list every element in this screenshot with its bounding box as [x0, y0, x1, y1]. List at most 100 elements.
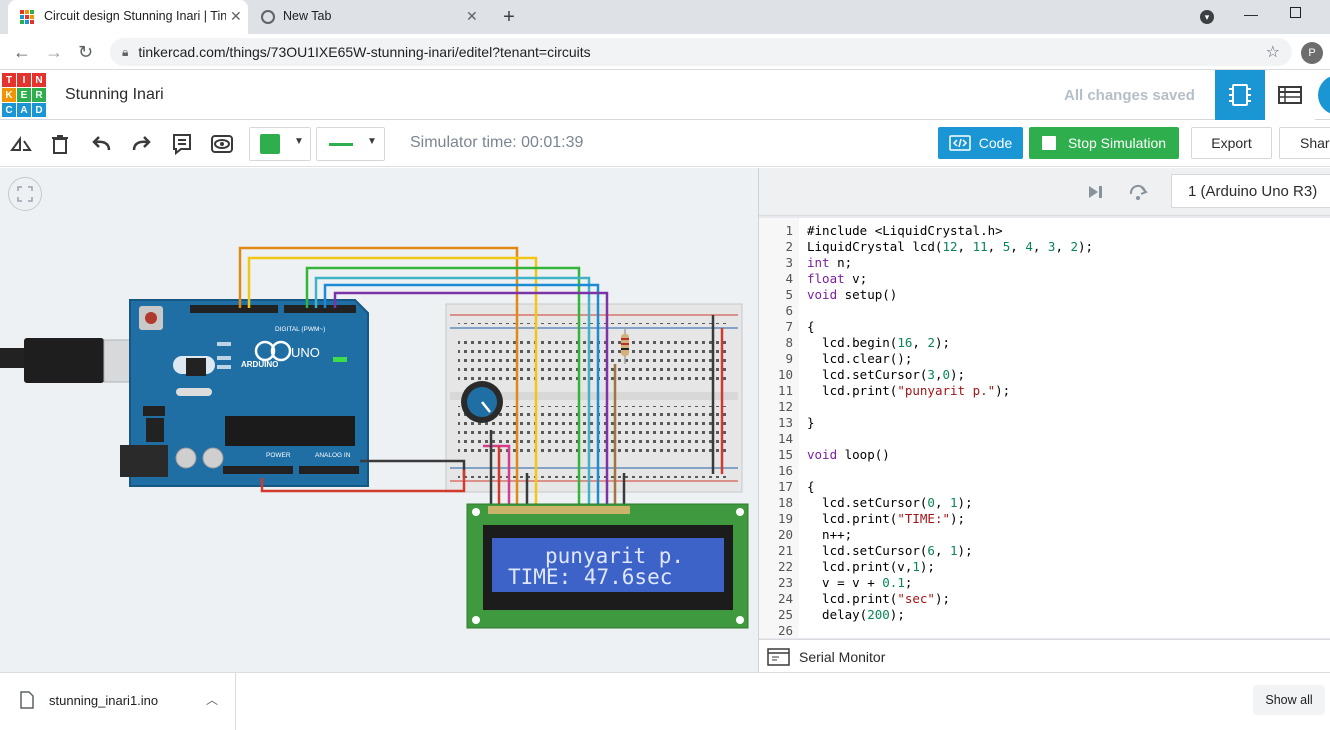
resistor[interactable]	[621, 328, 629, 364]
line-number: 10	[777, 367, 793, 382]
download-filename: stunning_inari1.ino	[49, 693, 159, 708]
project-title[interactable]: Stunning Inari	[65, 86, 164, 103]
line-number: 4	[785, 271, 793, 286]
notes-icon[interactable]	[169, 131, 195, 157]
simulator-time: Simulator time: 00:01:39	[410, 134, 584, 151]
close-tab-icon[interactable]: ✕	[230, 8, 242, 24]
code-line: lcd.print("TIME:");	[807, 511, 966, 526]
line-number: 16	[777, 463, 793, 478]
arduino-model-label: UNO	[291, 345, 320, 360]
digital-header-label: DIGITAL (PWM~)	[275, 326, 325, 333]
chevron-down-icon: ▼	[367, 136, 377, 147]
lcd-line-2: TIME: 47.6sec	[508, 565, 672, 589]
arduino-uno-board[interactable]	[120, 299, 369, 487]
address-bar[interactable]: 🔒︎ tinkercad.com/things/73OU1IXE65W-stun…	[110, 38, 1292, 66]
maximize-icon[interactable]	[1290, 7, 1301, 18]
serial-monitor-label: Serial Monitor	[799, 649, 886, 665]
code-line: int n;	[807, 255, 853, 270]
wires[interactable]	[238, 246, 724, 506]
code-line: lcd.print("sec");	[807, 591, 951, 606]
tab-new-tab[interactable]: New Tab ✕	[250, 0, 488, 34]
wire-type-dropdown[interactable]: ▼	[316, 127, 385, 161]
tab-search-icon[interactable]: ▾	[1200, 10, 1214, 24]
line-number: 21	[777, 543, 793, 558]
code-line: lcd.setCursor(6, 1);	[807, 543, 973, 558]
line-number: 23	[777, 575, 793, 590]
browser-tab-strip: Circuit design Stunning Inari | Tin ✕ Ne…	[0, 0, 1330, 34]
back-icon[interactable]: ←	[13, 42, 31, 62]
line-number: 9	[785, 351, 793, 366]
code-line: lcd.print(v,1);	[807, 559, 935, 574]
delete-trash-icon[interactable]	[47, 131, 73, 157]
fit-view-button[interactable]	[8, 177, 42, 211]
code-line: void setup()	[807, 287, 898, 302]
logo-letter: A	[17, 103, 31, 117]
line-number: 12	[777, 399, 793, 414]
minimize-icon[interactable]: —	[1244, 6, 1258, 22]
logo-letter: T	[2, 73, 16, 87]
analog-header-label: ANALOG IN	[315, 452, 351, 459]
profile-avatar[interactable]: P	[1301, 42, 1323, 64]
circuit-view-button[interactable]	[1215, 70, 1265, 120]
export-button[interactable]: Export	[1191, 127, 1272, 159]
color-picker-dropdown[interactable]: ▼	[249, 127, 311, 161]
undo-icon[interactable]	[89, 131, 115, 157]
line-number: 14	[777, 431, 793, 446]
code-line: void loop()	[807, 447, 890, 462]
new-tab-button[interactable]: +	[503, 6, 515, 28]
code-line: LiquidCrystal lcd(12, 11, 5, 4, 3, 2);	[807, 239, 1094, 254]
lcd-16x2[interactable]	[466, 503, 749, 629]
tab-title: Circuit design Stunning Inari | Tin	[44, 9, 226, 23]
serial-monitor-icon	[767, 648, 790, 666]
step-debug-icon[interactable]	[1085, 182, 1105, 202]
line-number: 20	[777, 527, 793, 542]
line-number: 8	[785, 335, 793, 350]
stop-simulation-button[interactable]: Stop Simulation	[1029, 127, 1179, 159]
show-all-button[interactable]: Show all	[1253, 685, 1325, 715]
code-line: n++;	[807, 527, 853, 542]
tinkercad-logo[interactable]: T I N K E R C A D	[2, 73, 46, 117]
line-number: 22	[777, 559, 793, 574]
code-line: lcd.clear();	[807, 351, 913, 366]
line-number: 25	[777, 607, 793, 622]
rotate-icon[interactable]	[8, 131, 34, 157]
chevron-down-icon: ▼	[294, 136, 304, 147]
fit-to-view-icon	[17, 186, 33, 202]
download-item[interactable]: stunning_inari1.ino ︿	[0, 673, 236, 730]
component-list-button[interactable]	[1265, 70, 1315, 120]
share-button[interactable]: Share	[1279, 127, 1330, 159]
device-select[interactable]: 1 (Arduino Uno R3)	[1171, 174, 1330, 208]
stop-square-icon	[1041, 136, 1056, 150]
forward-icon[interactable]: →	[45, 42, 63, 62]
code-line: lcd.setCursor(0, 1);	[807, 495, 973, 510]
browser-toolbar: ← → ↻ 🔒︎ tinkercad.com/things/73OU1IXE65…	[0, 34, 1330, 70]
tinkercad-favicon-icon	[20, 10, 34, 24]
step-over-icon[interactable]	[1127, 182, 1149, 202]
chevron-up-icon[interactable]: ︿	[206, 693, 219, 707]
line-number: 13	[777, 415, 793, 430]
line-number: 1	[785, 223, 793, 238]
reload-icon[interactable]: ↻	[78, 42, 94, 62]
redo-icon[interactable]	[128, 131, 154, 157]
tab-title: New Tab	[283, 9, 332, 23]
user-avatar[interactable]	[1318, 75, 1330, 115]
code-line: lcd.setCursor(3,0);	[807, 367, 966, 382]
lcd-line-1: punyarit p.	[545, 544, 684, 568]
line-number: 26	[777, 623, 793, 638]
circuit-workplane[interactable]: ARDUINO UNO DIGITAL (PWM~) POWER ANALOG …	[0, 168, 758, 672]
logo-letter: K	[2, 88, 16, 102]
code-button[interactable]: Code	[938, 127, 1023, 159]
arduino-brand-label: ARDUINO	[241, 360, 278, 369]
logo-letter: E	[17, 88, 31, 102]
tab-tinkercad[interactable]: Circuit design Stunning Inari | Tin ✕	[8, 0, 248, 34]
potentiometer[interactable]	[461, 381, 503, 423]
bookmark-star-icon[interactable]: ☆	[1265, 44, 1280, 61]
line-number: 17	[777, 479, 793, 494]
visibility-eye-icon[interactable]	[209, 131, 235, 157]
circuit-canvas: ARDUINO UNO DIGITAL (PWM~) POWER ANALOG …	[0, 246, 749, 629]
serial-monitor-bar[interactable]: Serial Monitor	[759, 639, 1330, 672]
close-tab-icon[interactable]: ✕	[466, 8, 478, 24]
wire-style-icon	[329, 143, 353, 146]
